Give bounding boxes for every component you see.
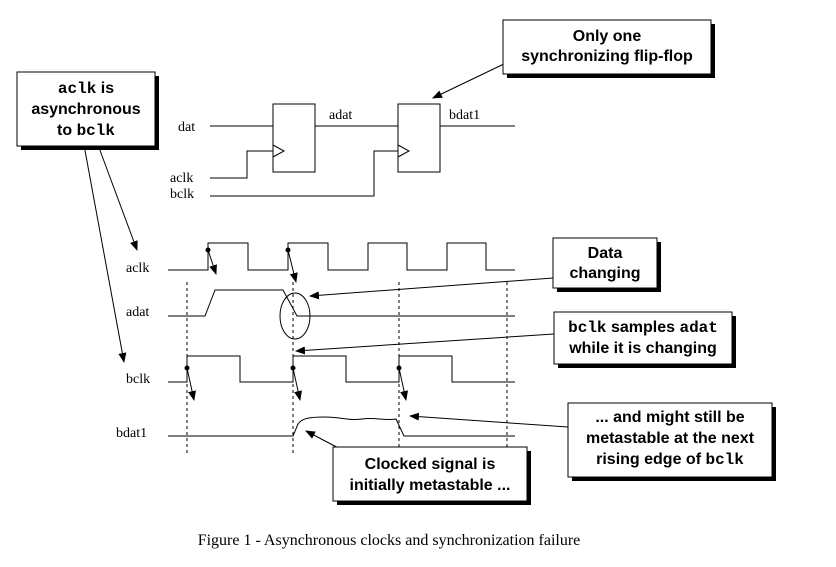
callout-line: while it is changing (568, 340, 717, 357)
callout-clocked-signal: Clocked signal is initially metastable ..… (332, 446, 531, 505)
data-changing-circle (279, 292, 311, 340)
waveform-bclk (168, 355, 515, 383)
waveform-adat (168, 289, 515, 317)
callout-line: Only one (573, 28, 642, 45)
callout-text-run: asynchronous (31, 101, 140, 118)
callout-only-one-flop: Only one synchronizing flip-flop (502, 19, 715, 78)
callout-box (552, 237, 658, 289)
callout-samples: bclk samples adat while it is changing (553, 311, 736, 368)
callout-line: aclk is (58, 80, 114, 98)
callout-text-run: ... and might still be (595, 409, 744, 426)
callout-pointers (83, 61, 569, 454)
callout-box (16, 71, 156, 147)
flip-flop-2 (397, 103, 441, 173)
figure-caption: Figure 1 - Asynchronous clocks and synch… (198, 532, 581, 549)
callout-text-run: while it is changing (568, 340, 717, 357)
wire-bclk (210, 150, 398, 197)
label-dat: dat (178, 120, 195, 135)
callout-code-run: bclk (705, 451, 744, 469)
callout-text-run: Only one (573, 28, 642, 45)
label-bdat1-circuit: bdat1 (449, 108, 480, 123)
callout-text-run: metastable at the next (586, 430, 755, 447)
callout-line: Clocked signal is (365, 456, 496, 473)
callout-line: changing (569, 265, 640, 282)
label-bclk-circuit: bclk (170, 187, 194, 202)
edge-arrow (287, 249, 298, 283)
pointer-one-flop (432, 61, 509, 99)
callout-text-run: samples (607, 319, 680, 336)
pointer-async-aclk (97, 144, 138, 251)
pointer-samples (295, 333, 555, 355)
timing-diagram: aclk adat bclk bdat1 (116, 242, 515, 456)
callout-line: bclk samples adat (568, 319, 718, 337)
flip-flop-1-clock-symbol (272, 144, 286, 158)
callout-text-run: to (57, 122, 77, 139)
callout-code-run: adat (679, 319, 717, 337)
callout-line: initially metastable ... (350, 477, 511, 494)
flip-flop-2-clock-symbol (397, 144, 411, 158)
label-aclk: aclk (126, 261, 149, 276)
callout-async: aclk is asynchronous to bclk (16, 71, 159, 150)
wire-aclk (210, 150, 273, 179)
callout-line: Data (588, 245, 623, 262)
callout-box (553, 311, 733, 365)
callout-text-run: changing (569, 265, 640, 282)
label-bclk: bclk (126, 372, 150, 387)
callout-line: synchronizing flip-flop (521, 48, 693, 65)
label-aclk-circuit: aclk (170, 171, 193, 186)
edge-arrow (186, 367, 196, 401)
label-adat: adat (126, 305, 149, 320)
waveform-aclk (168, 242, 515, 271)
callout-text-run: Clocked signal is (365, 456, 496, 473)
edge-arrow (207, 249, 217, 275)
label-adat-circuit: adat (329, 108, 352, 123)
callout-text-run: Data (588, 245, 623, 262)
callout-line: asynchronous (31, 101, 140, 118)
callout-code-run: bclk (568, 319, 607, 337)
callout-text-run: initially metastable ... (350, 477, 511, 494)
pointer-data-changing (309, 277, 554, 300)
callout-metastable-next: ... and might still be metastable at the … (567, 402, 776, 481)
pointer-async-bclk (83, 144, 127, 363)
callout-line: metastable at the next (586, 430, 755, 447)
label-bdat1: bdat1 (116, 426, 147, 441)
callout-line: rising edge of bclk (596, 451, 744, 469)
circuit-schematic: dat aclk bclk adat bdat1 (170, 103, 515, 202)
edge-arrow (398, 367, 408, 401)
flip-flop-1 (272, 103, 316, 173)
callout-box (332, 446, 528, 502)
edge-arrow (292, 367, 302, 401)
callout-line: ... and might still be (595, 409, 744, 426)
waveform-bdat1 (168, 416, 515, 437)
callout-data-changing: Data changing (552, 237, 661, 292)
callout-text-run: synchronizing flip-flop (521, 48, 693, 65)
callout-code-run: bclk (77, 122, 116, 140)
callout-line: to bclk (57, 122, 115, 140)
callout-code-run: aclk (58, 80, 97, 98)
callout-text-run: is (96, 80, 114, 97)
callout-box (502, 19, 712, 75)
callout-box (567, 402, 773, 478)
pointer-metastable-next (409, 412, 569, 428)
callout-text-run: rising edge of (596, 451, 705, 468)
